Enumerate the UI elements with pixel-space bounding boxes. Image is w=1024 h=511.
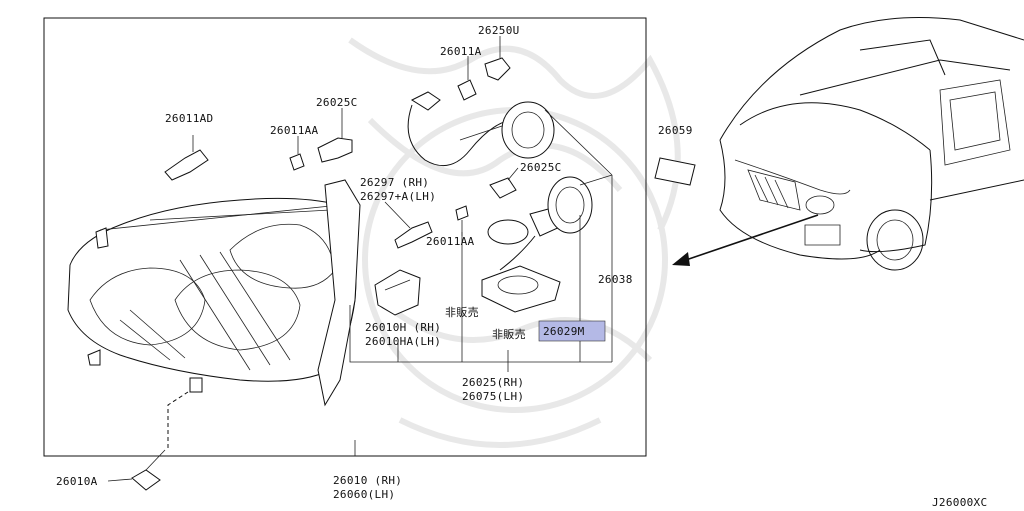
- label-26011AD[interactable]: 26011AD: [165, 112, 213, 125]
- socket-26025C-mid: [489, 167, 519, 199]
- direction-arrow: [672, 214, 819, 266]
- o-ring: [487, 219, 529, 245]
- label-26250U[interactable]: 26250U: [478, 24, 520, 37]
- socket-26250U: [484, 36, 511, 81]
- vehicle-illustration: [719, 17, 1024, 271]
- label-26011AA-top[interactable]: 26011AA: [270, 124, 319, 137]
- label-26059[interactable]: 26059: [658, 124, 693, 137]
- label-26011A[interactable]: 26011A: [440, 45, 482, 58]
- part-highlight-26029M: [538, 320, 606, 342]
- bulb-26011AA-mid: [455, 205, 469, 236]
- label-26010-rh[interactable]: 26010 (RH): [333, 474, 402, 487]
- label-26297-rh[interactable]: 26297 (RH): [360, 176, 429, 189]
- label-26075-lh[interactable]: 26075(LH): [462, 390, 524, 403]
- not-for-sale-right: 非販売: [492, 328, 526, 341]
- label-26025C-mid[interactable]: 26025C: [520, 161, 562, 174]
- bracket-26010H: [374, 269, 421, 316]
- watermark-emblem: [348, 37, 681, 448]
- bulb-26011AA-top: [289, 136, 305, 171]
- not-for-sale-left: 非販売: [445, 306, 479, 319]
- label-26010H-rh[interactable]: 26010H (RH): [365, 321, 441, 334]
- bolt-26010A: [131, 391, 189, 491]
- bulb-26011AD: [164, 135, 209, 181]
- headlamp-housing: [67, 179, 361, 407]
- label-26060-lh[interactable]: 26060(LH): [333, 488, 395, 501]
- ring-cover-top: [501, 101, 555, 159]
- label-26038[interactable]: 26038: [598, 273, 633, 286]
- label-26297-lh[interactable]: 26297+A(LH): [360, 190, 436, 203]
- label-26025-rh[interactable]: 26025(RH): [462, 376, 524, 389]
- label-26029M[interactable]: 26029M: [543, 325, 585, 338]
- label-26011AA-mid[interactable]: 26011AA: [426, 235, 475, 248]
- label-26010HA-lh[interactable]: 26010HA(LH): [365, 335, 441, 348]
- label-sticker-26059: [654, 157, 696, 186]
- label-leaders: [107, 340, 399, 482]
- label-26025C-top[interactable]: 26025C: [316, 96, 358, 109]
- bulb-26011A: [457, 56, 477, 101]
- bulb-26297: [384, 201, 433, 249]
- diagram-ref-code: J26000XC: [932, 496, 987, 509]
- wire-harness: [407, 91, 511, 167]
- ring-cover-right: [547, 176, 593, 234]
- socket-26025C-top: [317, 108, 353, 163]
- label-26010A[interactable]: 26010A: [56, 475, 98, 488]
- main-frame: [43, 17, 647, 457]
